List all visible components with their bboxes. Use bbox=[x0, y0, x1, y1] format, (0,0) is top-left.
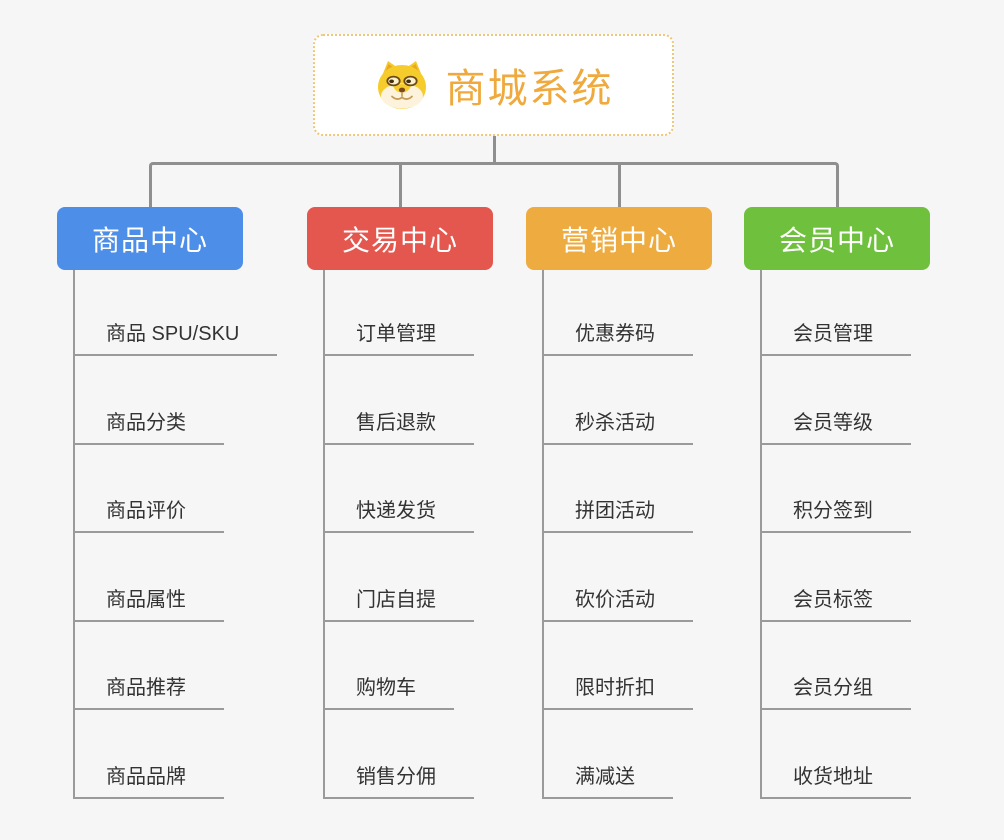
leaf-node[interactable]: 商品评价 bbox=[75, 500, 224, 534]
leaf-node[interactable]: 限时折扣 bbox=[544, 677, 693, 711]
branch-node-2[interactable]: 交易中心 bbox=[307, 207, 493, 270]
leaf-node[interactable]: 快递发货 bbox=[325, 500, 474, 534]
leaf-node[interactable]: 商品品牌 bbox=[75, 766, 224, 799]
leaf-row: 优惠券码 bbox=[544, 270, 786, 356]
leaf-row: 会员分组 bbox=[762, 622, 1004, 711]
branch-node-3[interactable]: 营销中心 bbox=[526, 207, 712, 270]
branch-node-label: 商品中心 bbox=[91, 224, 208, 256]
leaf-node[interactable]: 会员分组 bbox=[762, 677, 911, 711]
leaf-node[interactable]: 购物车 bbox=[325, 677, 454, 711]
leaf-node[interactable]: 秒杀活动 bbox=[544, 412, 693, 445]
leaf-row: 收货地址 bbox=[762, 710, 1004, 799]
leaf-node[interactable]: 商品属性 bbox=[75, 589, 224, 622]
leaf-row: 售后退款 bbox=[325, 356, 567, 445]
branch-2: 交易中心 订单管理 售后退款 快递发货 门店自提 购物车 销售分佣 bbox=[307, 207, 567, 799]
leaf-node[interactable]: 收货地址 bbox=[762, 766, 911, 799]
branch-1: 商品中心 商品 SPU/SKU 商品分类 商品评价 商品属性 商品推荐 商品品牌 bbox=[57, 207, 317, 799]
leaf-row: 砍价活动 bbox=[544, 533, 786, 622]
leaf-node[interactable]: 积分签到 bbox=[762, 500, 911, 534]
leaf-node[interactable]: 优惠券码 bbox=[544, 323, 693, 356]
leaf-node[interactable]: 商品分类 bbox=[75, 412, 224, 445]
leaf-row: 快递发货 bbox=[325, 445, 567, 534]
leaf-row: 销售分佣 bbox=[325, 710, 567, 799]
leaf-row: 限时折扣 bbox=[544, 622, 786, 711]
leaf-row: 积分签到 bbox=[762, 445, 1004, 534]
root-node[interactable]: 商城系统 bbox=[313, 34, 674, 136]
leaf-row: 门店自提 bbox=[325, 533, 567, 622]
leaf-row: 商品推荐 bbox=[75, 622, 317, 711]
leaf-row: 商品品牌 bbox=[75, 710, 317, 799]
root-connector-stub bbox=[492, 136, 496, 163]
leaf-node[interactable]: 砍价活动 bbox=[544, 589, 693, 622]
leaf-node[interactable]: 会员等级 bbox=[762, 412, 911, 445]
branch-children: 优惠券码 秒杀活动 拼团活动 砍价活动 限时折扣 满减送 bbox=[542, 270, 786, 799]
leaf-node[interactable]: 商品 SPU/SKU bbox=[75, 323, 278, 356]
leaf-node[interactable]: 门店自提 bbox=[325, 589, 474, 622]
branch-4: 会员中心 会员管理 会员等级 积分签到 会员标签 会员分组 收货地址 bbox=[744, 207, 1004, 799]
dog-face-icon bbox=[374, 59, 430, 111]
leaf-node[interactable]: 会员标签 bbox=[762, 589, 911, 622]
leaf-row: 商品属性 bbox=[75, 533, 317, 622]
connector-drop-3 bbox=[617, 162, 621, 207]
leaf-row: 拼团活动 bbox=[544, 445, 786, 534]
leaf-row: 商品分类 bbox=[75, 356, 317, 445]
leaf-row: 订单管理 bbox=[325, 270, 567, 356]
leaf-node[interactable]: 售后退款 bbox=[325, 412, 474, 445]
connector-drop-2 bbox=[398, 162, 402, 207]
branch-children: 商品 SPU/SKU 商品分类 商品评价 商品属性 商品推荐 商品品牌 bbox=[73, 270, 317, 799]
branch-children: 订单管理 售后退款 快递发货 门店自提 购物车 销售分佣 bbox=[323, 270, 567, 799]
leaf-row: 商品评价 bbox=[75, 445, 317, 534]
branch-node-label: 会员中心 bbox=[778, 224, 895, 256]
leaf-row: 秒杀活动 bbox=[544, 356, 786, 445]
root-node-label: 商城系统 bbox=[445, 67, 614, 111]
leaf-node[interactable]: 满减送 bbox=[544, 766, 673, 799]
branch-children: 会员管理 会员等级 积分签到 会员标签 会员分组 收货地址 bbox=[760, 270, 1004, 799]
leaf-row: 会员管理 bbox=[762, 270, 1004, 356]
leaf-row: 会员标签 bbox=[762, 533, 1004, 622]
leaf-node[interactable]: 拼团活动 bbox=[544, 500, 693, 534]
leaf-row: 满减送 bbox=[544, 710, 786, 799]
branch-3: 营销中心 优惠券码 秒杀活动 拼团活动 砍价活动 限时折扣 满减送 bbox=[526, 207, 786, 799]
branch-node-label: 营销中心 bbox=[560, 224, 677, 256]
leaf-row: 商品 SPU/SKU bbox=[75, 270, 317, 356]
leaf-node[interactable]: 订单管理 bbox=[325, 323, 474, 356]
leaf-node[interactable]: 销售分佣 bbox=[325, 766, 474, 799]
branch-node-label: 交易中心 bbox=[341, 224, 458, 256]
leaf-node[interactable]: 会员管理 bbox=[762, 323, 911, 356]
leaf-row: 会员等级 bbox=[762, 356, 1004, 445]
branch-node-4[interactable]: 会员中心 bbox=[744, 207, 930, 270]
leaf-node[interactable]: 商品推荐 bbox=[75, 677, 224, 711]
branch-node-1[interactable]: 商品中心 bbox=[57, 207, 243, 270]
connector-bus bbox=[149, 162, 839, 207]
leaf-row: 购物车 bbox=[325, 622, 567, 711]
